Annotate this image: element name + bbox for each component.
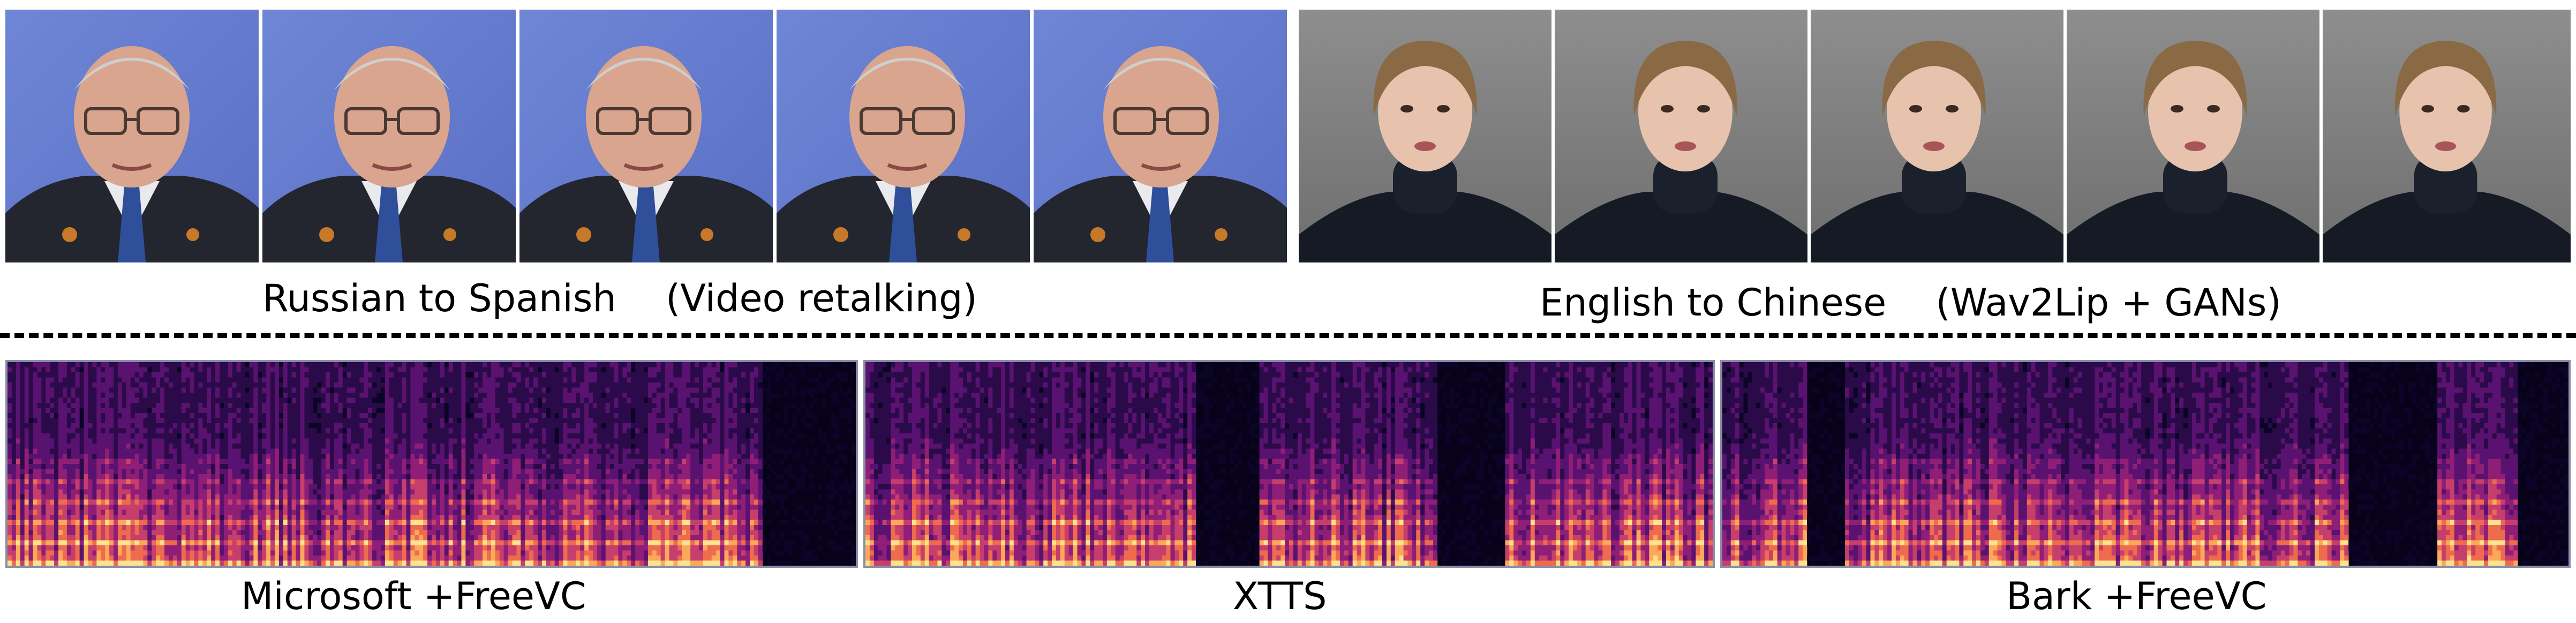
spectrogram-microsoft-freevc — [5, 360, 858, 568]
left-caption: Russian to Spanish (Video retalking) — [262, 280, 977, 317]
man-frame-1 — [5, 10, 259, 262]
woman-frame-5 — [2323, 10, 2571, 262]
spectrogram-bark-freevc — [1720, 360, 2571, 568]
dashed-divider — [0, 333, 2576, 338]
spectrogram-caption-2: XTTS — [1233, 577, 1327, 615]
man-frame-3 — [519, 10, 773, 262]
woman-frame-3 — [1811, 10, 2063, 262]
woman-frame-4 — [2067, 10, 2319, 262]
right-caption: English to Chinese (Wav2Lip + GANs) — [1540, 284, 2281, 321]
man-frame-4 — [777, 10, 1030, 262]
man-frame-5 — [1034, 10, 1287, 262]
spectrogram-xtts — [863, 360, 1715, 568]
spectrogram-caption-3: Bark +FreeVC — [2006, 577, 2266, 615]
woman-frame-2 — [1555, 10, 1807, 262]
spectrogram-caption-1: Microsoft +FreeVC — [241, 577, 586, 615]
man-frame-2 — [262, 10, 516, 262]
woman-frame-1 — [1299, 10, 1551, 262]
